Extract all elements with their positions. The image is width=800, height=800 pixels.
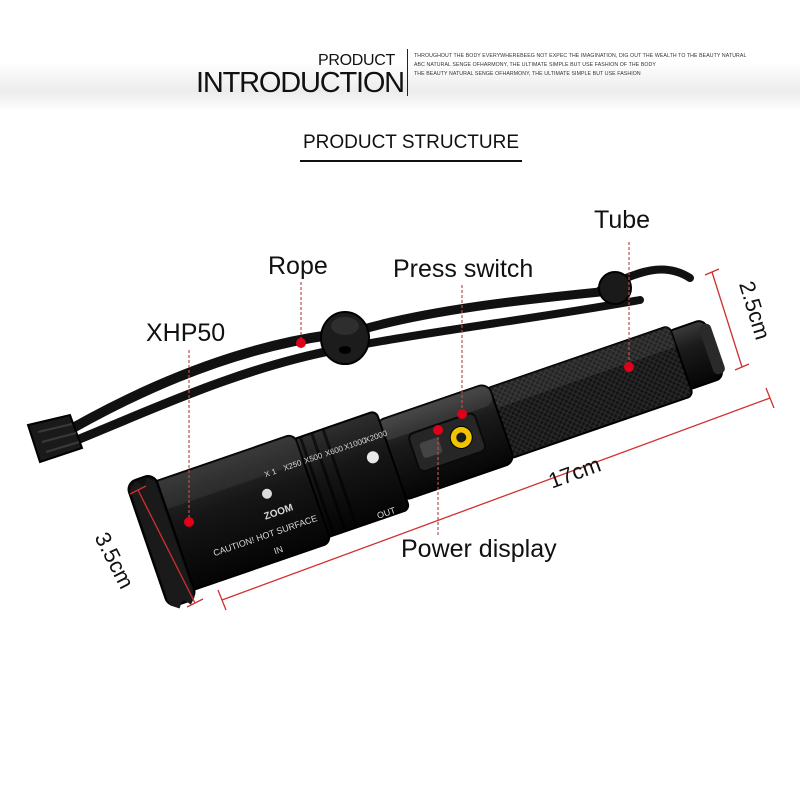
xhp50-label: XHP50	[146, 319, 226, 347]
lanyard-bead	[598, 271, 632, 305]
scale-mark-1: X 1	[263, 467, 278, 480]
power-display-marker	[433, 425, 443, 435]
flashlight-body: CAUTION! HOT SURFACE ZOOM IN OUT X 1 X25…	[127, 320, 725, 609]
power-display-indicator	[419, 437, 443, 458]
header-fine-print-1: THROUGHOUT THE BODY EVERYWHEREBEEG NOT E…	[414, 53, 747, 59]
tube-dimension-line	[711, 271, 743, 368]
rope-marker	[296, 338, 306, 348]
header-title-big: INTRODUCTION	[196, 67, 405, 99]
in-marking: IN	[273, 544, 285, 556]
tube-label: Tube	[594, 206, 651, 234]
press-switch-marker	[457, 409, 467, 419]
section-title: PRODUCT STRUCTURE	[300, 132, 522, 162]
head-dimension-line	[137, 489, 196, 604]
tube-marker	[624, 362, 634, 372]
header-band	[0, 0, 800, 112]
header-divider	[407, 49, 408, 96]
dimension-lines	[129, 268, 775, 611]
header-fine-print-3: THE BEAUTY NATURAL SENGE OFHARMONY, THE …	[414, 71, 641, 77]
power-display-label: Power display	[401, 535, 557, 563]
rope-label: Rope	[268, 252, 328, 280]
lanyard-end-cap	[26, 413, 84, 464]
callout-markers	[184, 242, 634, 535]
press-switch-label: Press switch	[393, 255, 534, 283]
lanyard-rope	[47, 265, 694, 455]
cord-lock	[320, 311, 370, 365]
header-title-small: PRODUCT	[317, 52, 395, 69]
length-dimension-line	[221, 397, 771, 601]
xhp50-marker	[184, 517, 194, 527]
header-fine-print-2: ABC NATURAL SENGE OFHARMONY, THE ULTIMAT…	[414, 62, 656, 68]
